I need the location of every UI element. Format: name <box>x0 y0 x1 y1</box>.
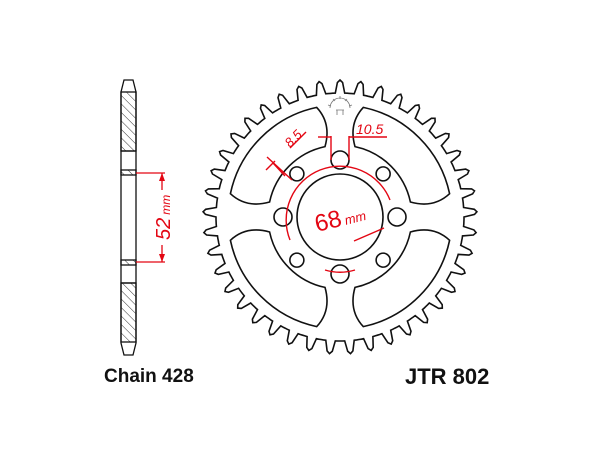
bolt-hole <box>387 207 407 227</box>
bolt-hole <box>289 166 305 182</box>
sprocket-outline <box>201 78 479 355</box>
logo-icon <box>327 96 353 115</box>
side-view <box>120 79 137 356</box>
cutout <box>352 229 451 328</box>
slot-width-value: 10.5 <box>356 121 383 137</box>
cutout <box>229 106 328 205</box>
bolt-hole <box>375 166 391 182</box>
cutout <box>229 229 328 328</box>
hole-diameter-value: 8.5 <box>282 126 306 150</box>
bolt-hole <box>273 207 293 227</box>
chain-label: Chain 428 <box>104 366 194 387</box>
bolt-hole <box>289 252 305 268</box>
hub-width-dimension <box>136 172 165 263</box>
dimension-lines <box>265 131 391 273</box>
bolt-holes <box>273 150 407 284</box>
lightening-cutouts <box>229 106 451 328</box>
center-bore <box>296 173 384 261</box>
hub-width-value: 52mm <box>153 195 175 240</box>
model-label: JTR 802 <box>405 364 490 389</box>
bolt-hole <box>330 264 350 284</box>
bolt-hole <box>375 252 391 268</box>
bolt-circle-value: 68mm <box>312 199 369 238</box>
cutout <box>352 106 451 205</box>
